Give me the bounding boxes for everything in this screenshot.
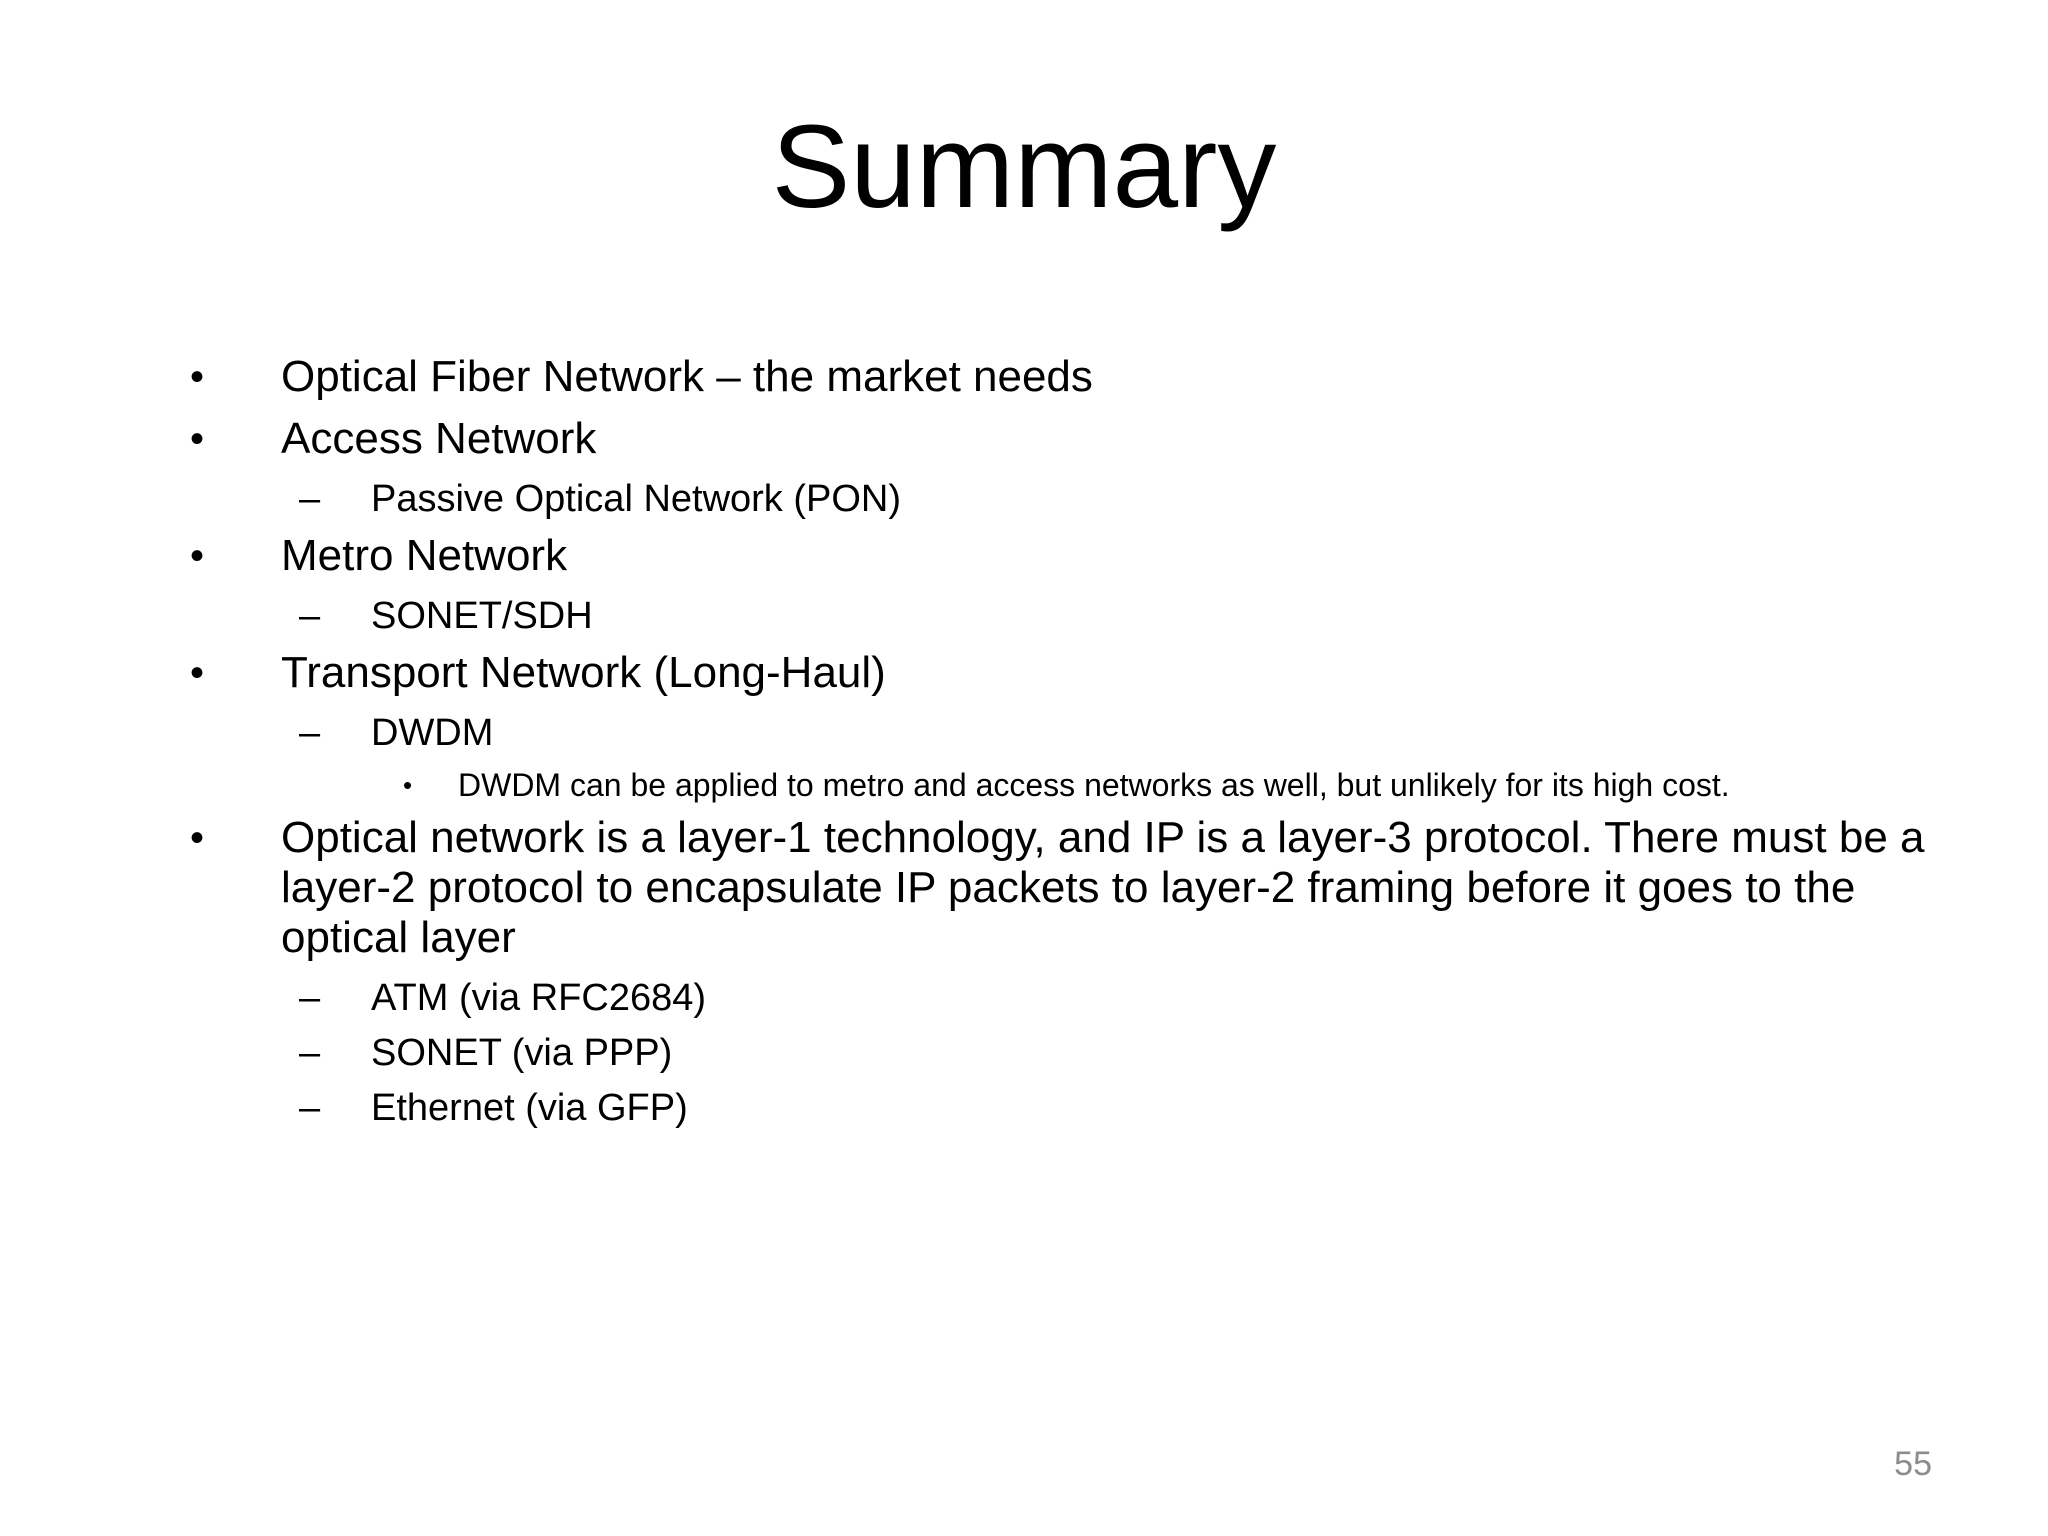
sub-bullet-text: Ethernet (via GFP) (371, 1087, 688, 1129)
bullet-item: • Transport Network (Long-Haul) (190, 648, 1950, 698)
dash-icon: – (299, 977, 321, 1019)
bullet-icon: • (190, 651, 205, 695)
slide-title: Summary (771, 101, 1277, 233)
bullet-icon: • (190, 534, 205, 578)
sub-bullet-item: – ATM (via RFC2684) (190, 975, 1950, 1021)
sub-bullet-item: – SONET/SDH (190, 593, 1950, 639)
dash-icon: – (299, 1087, 321, 1129)
bullet-item: • Metro Network (190, 531, 1950, 581)
bullet-text: Metro Network (281, 531, 568, 580)
bullet-item: • Optical Fiber Network – the market nee… (190, 352, 1950, 402)
bullet-text: Optical network is a layer-1 technology,… (281, 813, 1925, 962)
bullet-text: Transport Network (Long-Haul) (281, 648, 886, 697)
bullet-list: • Optical Fiber Network – the market nee… (190, 352, 1950, 1140)
slide-number: 55 (1894, 1445, 1932, 1483)
sub-bullet-text: DWDM (371, 712, 494, 754)
bullet-item: • Access Network (190, 414, 1950, 464)
bullet-item: • Optical network is a layer-1 technolog… (190, 813, 1950, 963)
sub-bullet-item: – SONET (via PPP) (190, 1030, 1950, 1076)
bullet-icon: • (190, 417, 205, 461)
dash-icon: – (299, 478, 321, 520)
sub-bullet-item: – DWDM (190, 710, 1950, 756)
bullet-text: Access Network (281, 414, 597, 463)
dash-icon: – (299, 712, 321, 754)
sub-bullet-text: SONET (via PPP) (371, 1032, 673, 1074)
sub-bullet-item: – Ethernet (via GFP) (190, 1085, 1950, 1131)
sub-sub-bullet-item: • DWDM can be applied to metro and acces… (190, 765, 1950, 805)
bullet-icon: • (190, 816, 205, 860)
dash-icon: – (299, 1032, 321, 1074)
sub-bullet-item: – Passive Optical Network (PON) (190, 476, 1950, 522)
sub-bullet-text: Passive Optical Network (PON) (371, 478, 902, 520)
sub-sub-bullet-text: DWDM can be applied to metro and access … (458, 767, 1730, 803)
dash-icon: – (299, 595, 321, 637)
bullet-icon: • (403, 770, 413, 800)
sub-bullet-text: SONET/SDH (371, 595, 593, 637)
bullet-icon: • (190, 355, 205, 399)
bullet-text: Optical Fiber Network – the market needs (281, 352, 1093, 401)
sub-bullet-text: ATM (via RFC2684) (371, 977, 707, 1019)
